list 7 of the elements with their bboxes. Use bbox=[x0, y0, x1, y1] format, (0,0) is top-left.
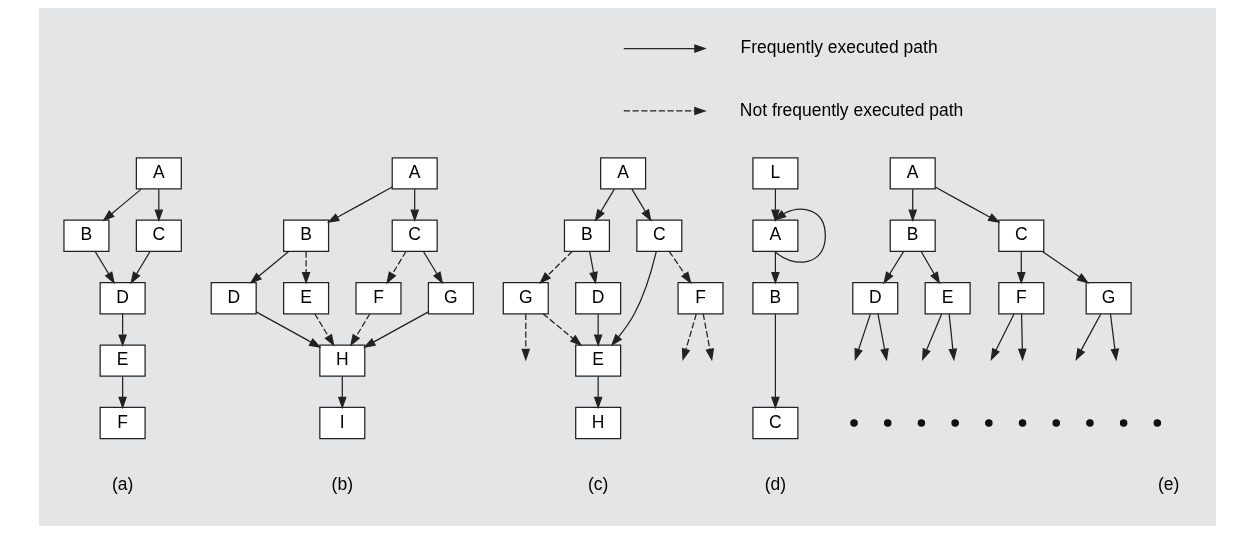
label: (e) bbox=[1157, 474, 1180, 495]
legend-label: Frequently executed path bbox=[740, 37, 938, 58]
label: (c) bbox=[587, 474, 609, 495]
label: (a) bbox=[111, 474, 134, 495]
legend-label: Not frequently executed path bbox=[739, 99, 964, 120]
label: (d) bbox=[764, 474, 787, 495]
label: (b) bbox=[331, 474, 353, 495]
